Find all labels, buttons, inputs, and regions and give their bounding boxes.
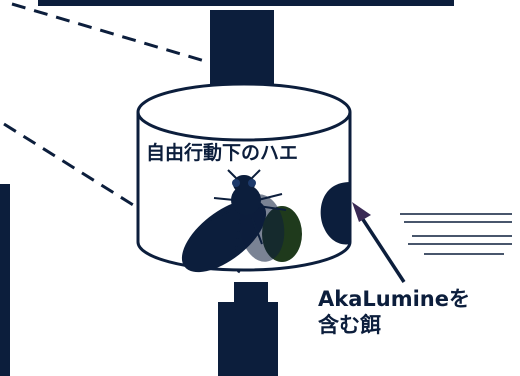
fruit-fly-icon: [181, 169, 302, 273]
bait-label-line-2: 含む餌: [318, 313, 381, 338]
bait-label-line-1: AkaLumineを: [318, 287, 470, 311]
lower-lens-body: [218, 302, 278, 376]
left-frame-edge: [0, 184, 10, 376]
field-of-view-line-upper: [11, 2, 209, 64]
bait-drop-icon: [320, 182, 350, 245]
chamber-label: 自由行動下のハエ: [146, 142, 299, 164]
lower-lens-tip: [234, 282, 268, 302]
bait-label: AkaLumineを含む餌: [318, 286, 470, 339]
bait-pointer-arrowhead: [352, 202, 371, 222]
top-camera-body: [38, 0, 454, 6]
upper-lens-body: [210, 10, 274, 84]
chamber-top-rim: [136, 82, 352, 142]
bait-pointer-arrow: [360, 217, 406, 283]
edge-streaks: [400, 213, 512, 255]
